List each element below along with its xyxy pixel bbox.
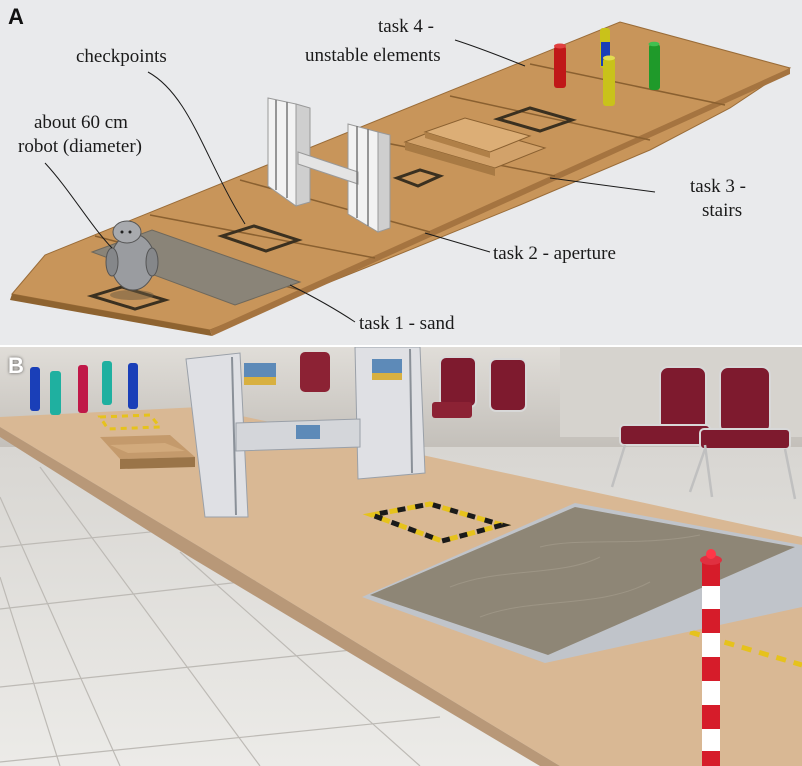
stairs-model: [403, 117, 547, 176]
aperture-frame: [267, 97, 391, 233]
label-leader-lines: [44, 39, 656, 323]
pillar-blue: [30, 367, 40, 411]
pillar-blue: [601, 42, 610, 66]
pillar-blue: [128, 363, 138, 409]
label-task2: task 2 - aperture: [493, 243, 616, 264]
label-robot-line1: about 60 cm: [34, 112, 128, 133]
logo-sticker: [372, 359, 402, 377]
striped-pole: [700, 549, 722, 766]
arena-rendering: [10, 21, 792, 336]
arena-board-edge: [10, 294, 212, 336]
chairs: [300, 352, 797, 500]
logo-sticker: [296, 425, 320, 439]
label-task4-line2: unstable elements: [305, 45, 441, 66]
label-robot-line2: robot (diameter): [18, 136, 142, 157]
arena-photo: [0, 347, 802, 766]
pillar-teal: [102, 361, 112, 405]
photo-aperture: [185, 347, 426, 518]
checkpoint-markers: [86, 106, 577, 311]
photo-sand-tray: [362, 503, 802, 663]
pillar-teal: [50, 371, 61, 415]
photo-pillars: [30, 361, 138, 415]
pillar-red: [78, 365, 88, 413]
photo-stairs: [100, 435, 195, 469]
label-task1: task 1 - sand: [359, 313, 455, 334]
board-edge: [0, 427, 560, 766]
label-task3-line1: task 3 -: [690, 176, 746, 197]
label-checkpoints: checkpoints: [76, 46, 167, 67]
label-task3-line2: stairs: [702, 200, 743, 221]
panel-b-letter: B: [8, 353, 24, 378]
unstable-pillars: [554, 28, 660, 106]
panel-b-photo: B: [0, 347, 802, 766]
panel-a-rendering: A checkpoints about 60 cm robot (diamete…: [0, 0, 802, 345]
pillar-red: [554, 46, 566, 88]
pillar-green: [649, 44, 660, 90]
arena-board-edge: [210, 68, 790, 336]
label-task4-line1: task 4 -: [378, 16, 434, 37]
panel-a-letter: A: [8, 4, 24, 29]
robot-model: [105, 220, 159, 300]
pillar-yellow: [603, 58, 615, 106]
